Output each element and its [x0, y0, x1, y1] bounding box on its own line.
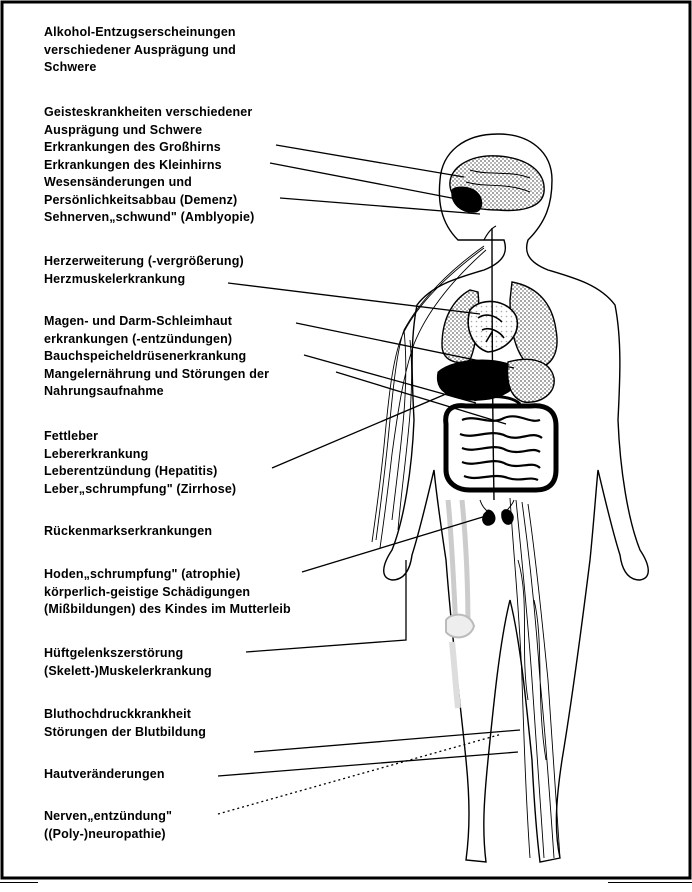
- label-line: Leberentzündung (Hepatitis): [44, 464, 218, 478]
- label-line: erkrankungen (-entzündungen): [44, 331, 233, 346]
- label-line: Fettleber: [44, 429, 99, 443]
- label-line: Persönlichkeitsabbau (Demenz): [44, 192, 238, 207]
- label-line: Magen- und Darm-Schleimhaut: [44, 314, 233, 328]
- label-nerves: Nerven„entzündung" ((Poly-)neuropathie): [44, 808, 172, 843]
- brain-fold: [465, 169, 531, 193]
- footer-rule-right: [608, 882, 692, 883]
- label-line: Wesensänderungen und: [44, 175, 192, 189]
- label-line: Rückenmarkserkrankungen: [44, 524, 213, 538]
- footer-rule-left: [0, 882, 38, 883]
- neck-line: [483, 225, 497, 241]
- label-line: ((Poly-)neuropathie): [44, 826, 166, 841]
- label-line: Herzmuskelerkrankung: [44, 271, 186, 286]
- heart-vessels: [477, 314, 505, 343]
- label-blood: Bluthochdruckkrankheit Störungen der Blu…: [44, 706, 206, 741]
- knee-bone: [445, 613, 476, 639]
- label-line: Hautveränderungen: [44, 767, 165, 781]
- cerebellum: [451, 186, 483, 213]
- label-line: Mangelernährung und Störungen der: [44, 366, 270, 381]
- arm-nerves: [371, 245, 487, 549]
- label-line: Geisteskrankheiten verschiedener: [44, 105, 253, 119]
- label-line: Bauchspeicheldrüsenerkrankung: [44, 349, 247, 363]
- label-line: Nahrungsaufnahme: [44, 384, 164, 398]
- label-line: Störungen der Blutbildung: [44, 724, 207, 739]
- label-line: Nerven„entzündung": [44, 809, 173, 823]
- label-heart: Herzerweiterung (-vergrößerung) Herzmusk…: [44, 253, 244, 288]
- label-line: Erkrankungen des Großhirns: [44, 140, 221, 154]
- label-spinal-cord: Rückenmarkserkrankungen: [44, 523, 212, 541]
- label-line: Alkohol-Entzugserscheinungen: [44, 25, 236, 39]
- label-line: Ausprägung und Schwere: [44, 122, 203, 137]
- label-line: verschiedener Ausprägung und: [44, 42, 236, 57]
- spermatic-cords: [479, 499, 515, 513]
- label-reproductive: Hoden„schrumpfung" (atrophie) körperlich…: [44, 566, 291, 619]
- label-line: Erkrankungen des Kleinhirns: [44, 157, 222, 172]
- label-digestive: Magen- und Darm-Schleimhaut erkrankungen…: [44, 313, 269, 401]
- pancreas: [473, 395, 522, 406]
- label-line: (Mißbildungen) des Kindes im Mutterleib: [44, 602, 291, 616]
- label-line: Leber„schrumpfung" (Zirrhose): [44, 481, 237, 496]
- label-skin: Hautveränderungen: [44, 766, 165, 784]
- label-liver: Fettleber Lebererkrankung Leberentzündun…: [44, 428, 236, 498]
- label-line: Herzerweiterung (-vergrößerung): [44, 254, 244, 268]
- label-hip-muscle: Hüftgelenkszerstörung (Skelett-)Muskeler…: [44, 645, 212, 680]
- label-line: Sehnerven„schwund" (Amblyopie): [44, 210, 255, 224]
- label-line: körperlich-geistige Schädigungen: [44, 584, 251, 599]
- label-line: Hoden„schrumpfung" (atrophie): [44, 567, 241, 581]
- label-line: Bluthochdruckkrankheit: [44, 707, 192, 721]
- leg-nerves: [509, 497, 561, 859]
- tibia-bone: [449, 641, 461, 709]
- label-alcohol-withdrawal: Alkohol-Entzugserscheinungen verschieden…: [44, 24, 236, 77]
- right-lung: [509, 281, 558, 369]
- small-intestine: [459, 415, 543, 482]
- label-brain-disorders: Geisteskrankheiten verschiedener Auspräg…: [44, 104, 254, 227]
- stomach: [506, 358, 555, 403]
- label-line: Lebererkrankung: [44, 446, 149, 461]
- body-outline: [383, 133, 649, 863]
- large-intestine: [443, 403, 559, 493]
- leader-lines: [217, 144, 521, 815]
- testes: [482, 509, 514, 526]
- label-line: Schwere: [44, 60, 97, 74]
- label-line: (Skelett-)Muskelerkrankung: [44, 663, 212, 678]
- spinal-cord: [491, 227, 495, 501]
- label-line: Hüftgelenkszerstörung: [44, 646, 184, 660]
